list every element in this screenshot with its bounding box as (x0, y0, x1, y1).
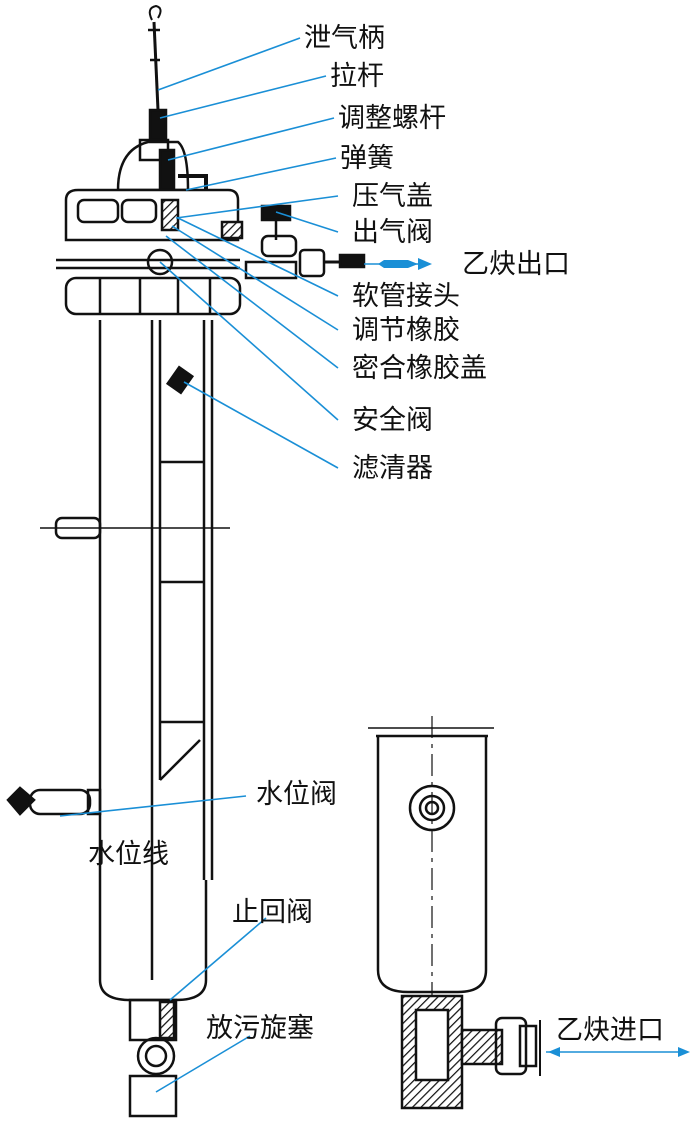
main-apparatus (6, 4, 366, 1118)
label-water-level-line: 水位线 (88, 839, 169, 870)
inlet-detail (368, 716, 538, 1110)
label-safety-valve: 安全阀 (352, 405, 433, 436)
label-hose-joint: 软管接头 (352, 281, 460, 312)
label-vent-handle: 泄气柄 (304, 23, 385, 54)
inlet-arrow-left-head (548, 1047, 560, 1057)
inlet-arrow-right-head (678, 1047, 690, 1057)
outlet-arrow-head (418, 258, 432, 270)
outlet-arrow-body (378, 260, 418, 268)
label-check-valve: 止回阀 (232, 897, 313, 928)
label-acetylene-inlet: 乙炔进口 (556, 1015, 664, 1046)
label-filter: 滤清器 (352, 453, 433, 484)
label-acetylene-outlet: 乙炔出口 (462, 249, 570, 280)
label-seal-rubber-cap: 密合橡胶盖 (352, 353, 487, 384)
label-drain-plug: 放污旋塞 (206, 1013, 314, 1044)
label-outlet-valve: 出气阀 (352, 217, 433, 248)
label-pull-rod: 拉杆 (330, 61, 384, 92)
label-spring: 弹簧 (340, 143, 394, 174)
flow-arrows (378, 258, 690, 1057)
label-gas-cover: 压气盖 (352, 181, 433, 212)
label-adjust-screw: 调整螺杆 (338, 103, 446, 134)
label-water-level-valve: 水位阀 (256, 779, 337, 810)
leader-lines (59, 37, 680, 1093)
label-adjust-rubber: 调节橡胶 (352, 315, 460, 346)
